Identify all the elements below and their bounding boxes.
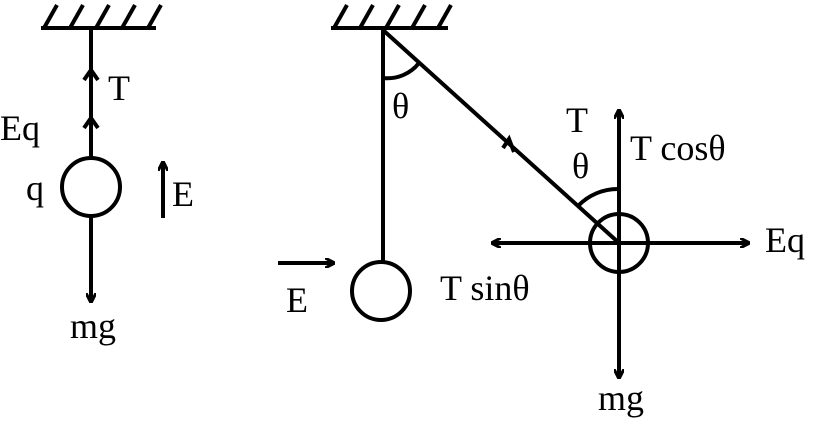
tension-arrowhead — [82, 66, 100, 82]
tension-label: T — [108, 68, 130, 108]
rest-bob — [350, 260, 412, 322]
field-label: E — [286, 280, 308, 320]
vertical-component-label: T cosθ — [630, 128, 726, 168]
string-tension-arrowhead — [501, 134, 516, 153]
angle-label-top: θ — [392, 86, 409, 126]
charge-label: q — [26, 168, 44, 208]
field-label: E — [172, 174, 194, 214]
tension-label: T — [566, 100, 588, 140]
electric-force-label: Eq — [0, 108, 40, 148]
right-pendulum: θ E T θ T cosθ Eq T sinθ mg — [278, 4, 805, 418]
deflected-string — [381, 28, 621, 245]
charged-bob — [60, 156, 122, 218]
angle-label-bob: θ — [572, 146, 589, 186]
angle-arc-bob — [576, 186, 620, 208]
left-pendulum: T Eq q E mg — [0, 4, 194, 346]
electric-force-arrowhead — [82, 114, 100, 130]
weight-label: mg — [70, 306, 116, 346]
horizontal-component-label: T sinθ — [440, 268, 530, 308]
electric-force-label: Eq — [765, 220, 805, 260]
weight-label: mg — [598, 378, 644, 418]
ceiling-support — [41, 4, 163, 30]
ceiling-support — [331, 4, 453, 30]
angle-arc-top — [382, 61, 421, 81]
